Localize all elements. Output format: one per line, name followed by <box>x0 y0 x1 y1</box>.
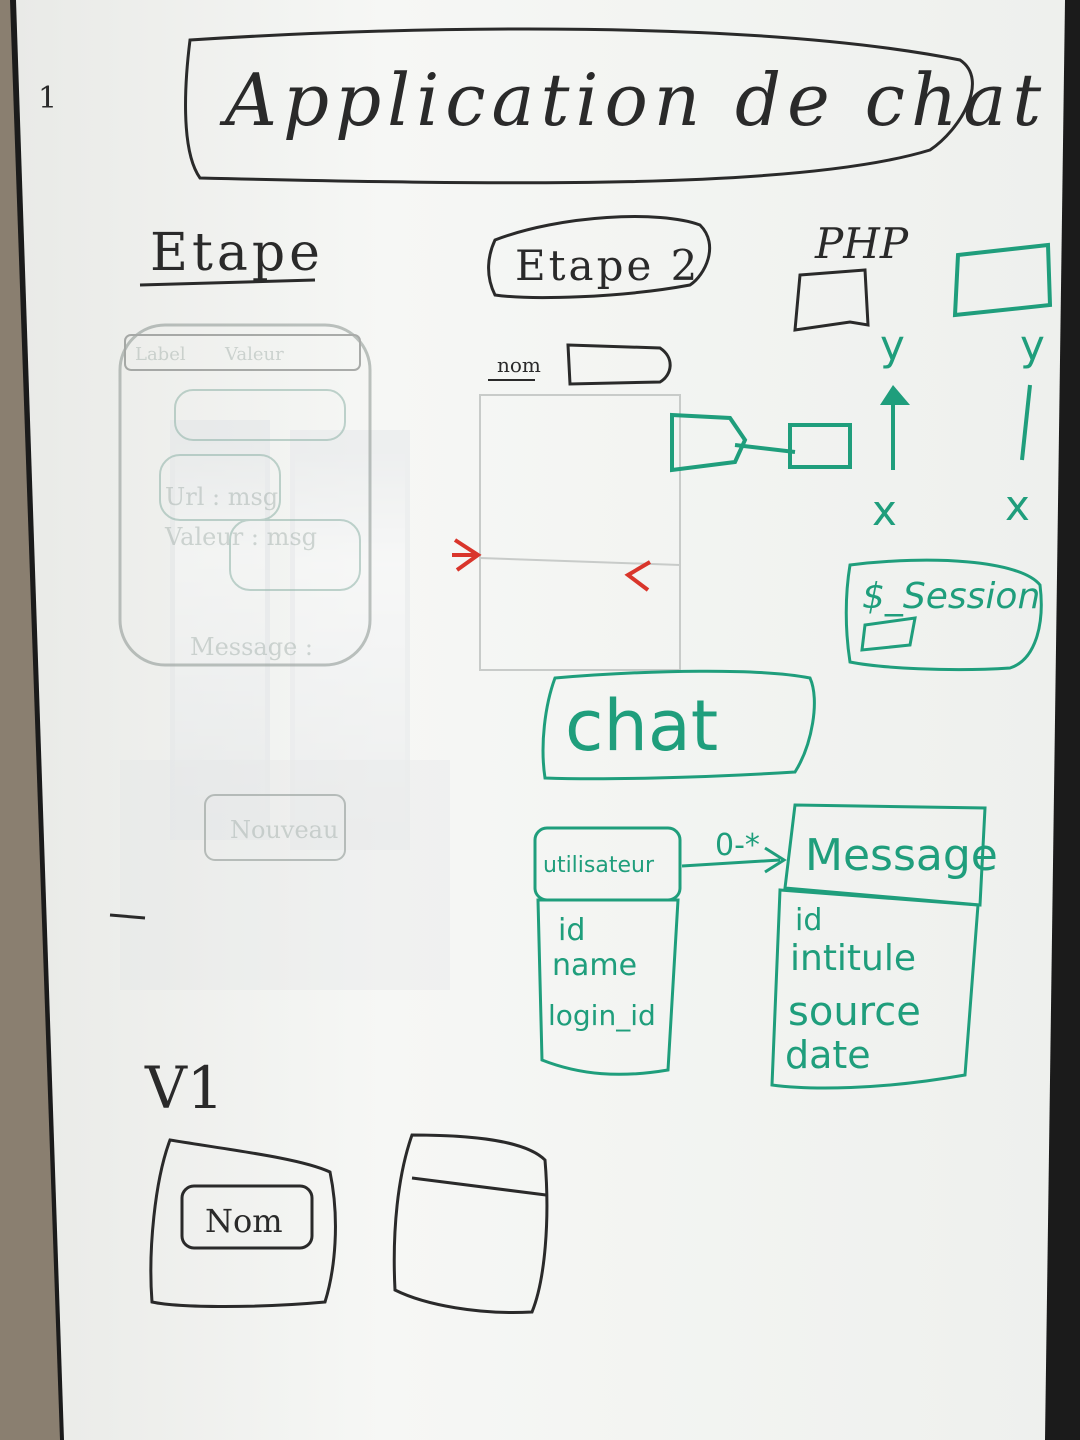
axis-y-right: y <box>1020 321 1045 370</box>
message-field-3: source <box>788 989 921 1035</box>
message-header-box <box>783 803 987 907</box>
message-field-4: date <box>785 1033 871 1077</box>
etape2-name-input <box>566 343 672 386</box>
message-field-1: id <box>795 903 822 938</box>
etape1-field-box <box>174 389 346 441</box>
v1-heading: V1 <box>144 1054 224 1122</box>
v1-name-button <box>180 1184 314 1250</box>
v1-mockups: Nom <box>149 1133 549 1314</box>
title-frame <box>184 27 974 185</box>
php-heading: PHP <box>814 219 909 268</box>
v1-screen-left <box>149 1138 337 1308</box>
chat-title-frame <box>541 669 816 781</box>
etape2-mockup: nom <box>452 343 681 671</box>
etape1-input-box-1 <box>159 454 281 521</box>
margin-mark: 1 <box>38 81 57 116</box>
message-body-box <box>770 888 980 1090</box>
php-file-box <box>793 268 870 332</box>
etape2-chat-area <box>479 394 681 671</box>
utilisateur-field-2: name <box>552 948 637 983</box>
etape2-heading: Etape 2 <box>515 241 700 290</box>
etape1-frame <box>118 323 372 667</box>
utilisateur-field-1: id <box>558 913 585 948</box>
etape1-button-label: Nouveau <box>230 816 338 844</box>
etape1-input-1: Url : msg <box>165 483 278 511</box>
relation-arrow <box>681 858 781 868</box>
board-surface <box>16 0 1065 1440</box>
etape1-label-2: Valeur <box>224 344 284 365</box>
etape1-mockup: Label Valeur Url : msg Valeur : msg Mess… <box>118 323 372 861</box>
entity-utilisateur: utilisateur id name login_id <box>533 826 682 1076</box>
utilisateur-body-box <box>536 898 680 1076</box>
etape2-name-label: nom <box>497 353 541 377</box>
green-folder-left <box>670 412 748 473</box>
window-reflection <box>120 420 450 990</box>
etape1-message-label: Message : <box>190 633 313 661</box>
chat-title: chat <box>565 685 718 767</box>
php-green-diagram: y x y x $_Session <box>670 242 1053 672</box>
etape1-underline <box>139 278 316 287</box>
message-field-2: intitule <box>790 938 916 979</box>
axis-x-right: x <box>1005 481 1030 530</box>
etape1-label-1: Label <box>135 344 186 365</box>
relation-arrowhead <box>764 846 787 874</box>
utilisateur-name: utilisateur <box>543 853 655 878</box>
relation-label: 0-* <box>715 828 760 863</box>
v1-screen-right <box>392 1133 549 1314</box>
green-box-right <box>788 423 852 469</box>
green-link <box>734 443 796 454</box>
etape1-heading: Etape <box>150 223 324 283</box>
etape1-header-bar <box>124 334 361 371</box>
red-arrow-left <box>452 538 482 572</box>
margin-dash <box>109 913 146 920</box>
etape1-button-frame <box>204 794 346 861</box>
session-box <box>860 616 917 652</box>
v1-button-label: Nom <box>205 1202 283 1240</box>
green-box-top <box>952 242 1053 318</box>
etape1-input-2: Valeur : msg <box>164 523 317 551</box>
red-arrow-right <box>624 560 652 592</box>
utilisateur-field-3: login_id <box>548 999 656 1032</box>
etape2-frame <box>487 215 712 300</box>
axis-arrow-right <box>1020 384 1032 461</box>
entity-message: Message id intitule source date <box>770 803 998 1090</box>
board-title: Application de chat <box>219 58 1047 142</box>
etape1-input-box-2 <box>229 519 361 591</box>
axis-y-left: y <box>880 321 905 370</box>
session-frame <box>844 558 1043 672</box>
axis-x-left: x <box>872 486 897 535</box>
v1-screen-right-header <box>411 1176 547 1197</box>
axis-arrowhead-left <box>880 385 910 405</box>
message-name: Message <box>805 830 998 881</box>
session-label: $_Session <box>862 576 1040 617</box>
